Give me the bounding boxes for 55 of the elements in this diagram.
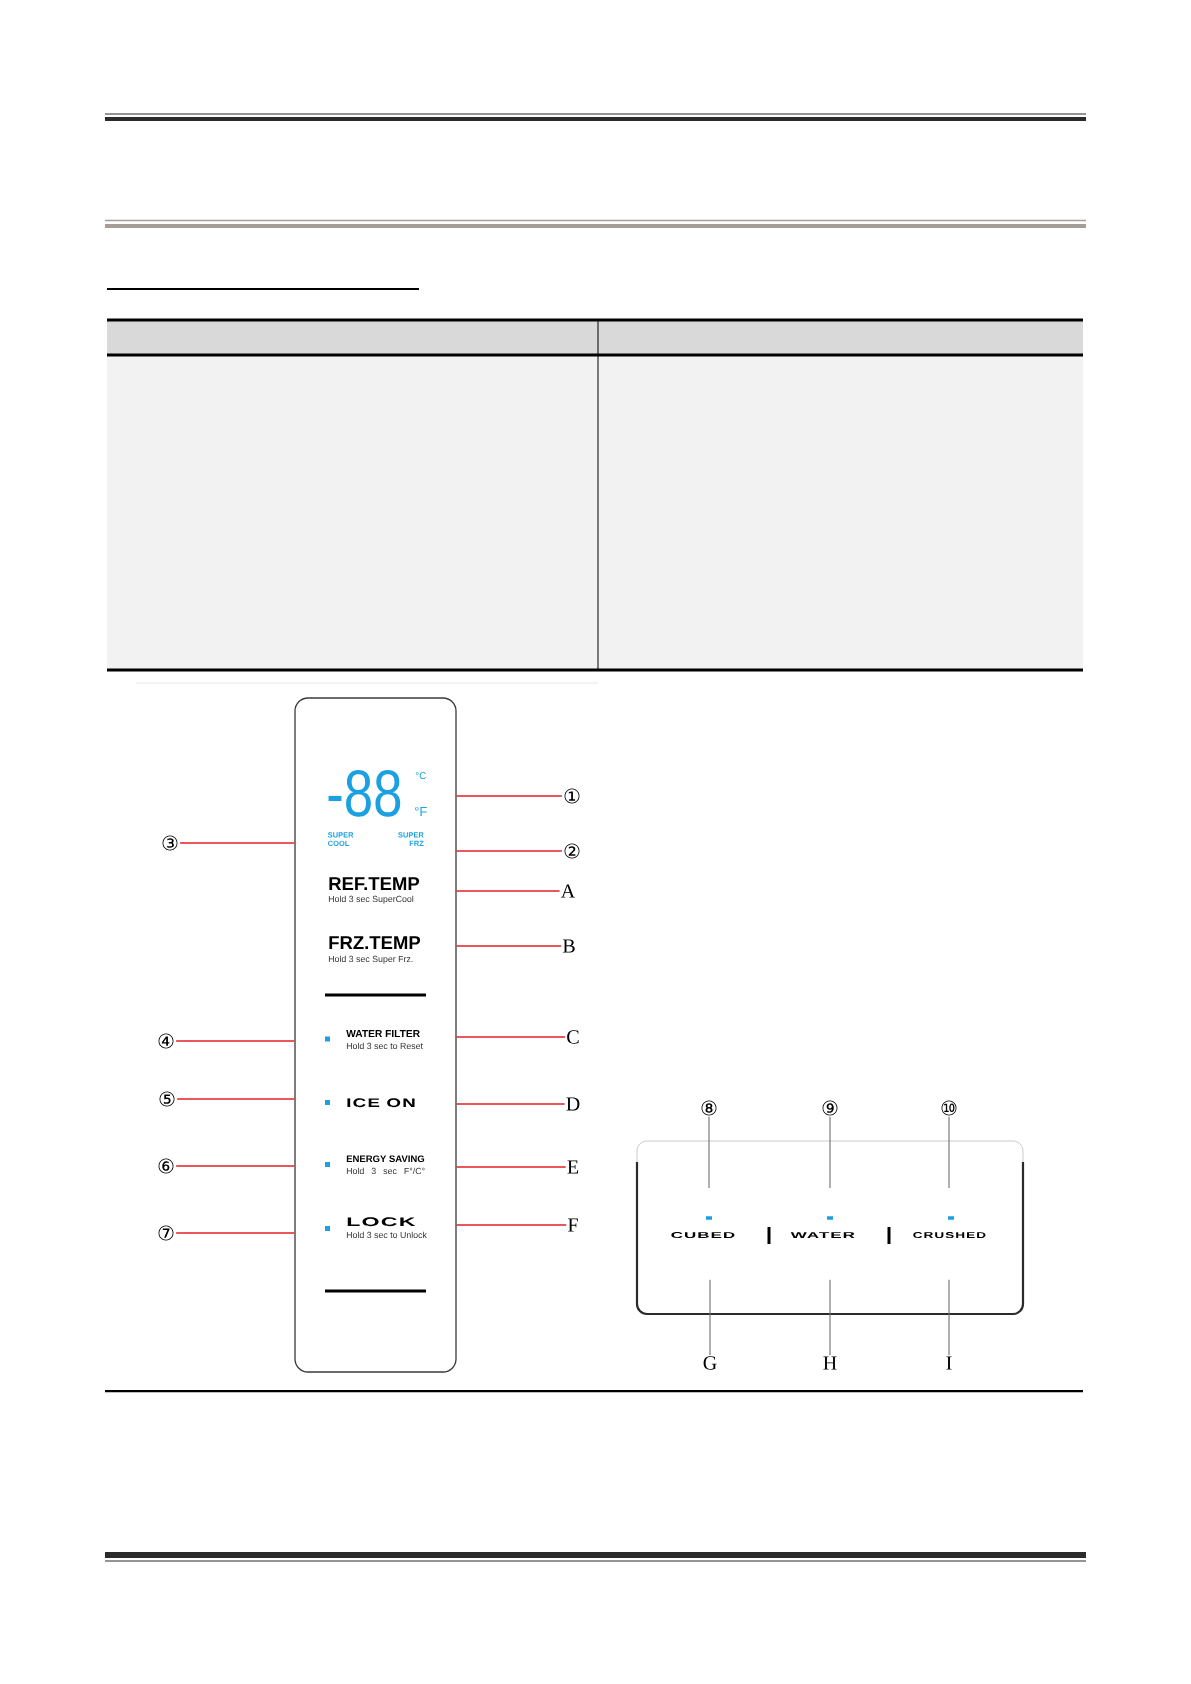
leader-line bbox=[455, 1166, 567, 1168]
hint-text: Hold 3 sec F°/C° bbox=[346, 1167, 425, 1175]
leader-line bbox=[709, 1279, 711, 1356]
callout-number: ② bbox=[564, 843, 580, 859]
callout-number: ⑩ bbox=[941, 1100, 957, 1116]
callout-number: ⑥ bbox=[158, 1158, 174, 1174]
key-label: WATER bbox=[790, 1232, 855, 1238]
hint-text: Hold 3 sec to Unlock bbox=[346, 1231, 427, 1239]
key-label: CUBED bbox=[671, 1232, 735, 1239]
callout-letter: E bbox=[567, 1160, 579, 1174]
leader-line bbox=[455, 850, 563, 852]
unit-label: °F bbox=[414, 806, 427, 816]
hint-text: Hold 3 sec SuperCool bbox=[328, 895, 414, 904]
leader-line bbox=[455, 945, 562, 947]
callout-number: ⑦ bbox=[158, 1225, 174, 1241]
callout-letter: C bbox=[567, 1030, 579, 1044]
callout-number: ① bbox=[564, 788, 580, 804]
leader-line bbox=[829, 1116, 831, 1189]
button-label: ICE ON bbox=[347, 1098, 415, 1108]
callout-letter: I bbox=[946, 1356, 952, 1370]
leader-line bbox=[175, 1165, 296, 1167]
leader-line bbox=[455, 1036, 566, 1038]
leader-line bbox=[455, 890, 561, 892]
leader-line bbox=[455, 795, 563, 797]
leader-line bbox=[455, 1224, 568, 1226]
unit-label: °C bbox=[415, 772, 427, 780]
callout-letter: F bbox=[568, 1218, 578, 1232]
leader-line bbox=[948, 1279, 950, 1356]
callout-letter: G bbox=[703, 1356, 717, 1370]
leader-line bbox=[455, 1103, 566, 1105]
callout-number: ⑨ bbox=[822, 1100, 838, 1116]
button-label: REF.TEMP bbox=[329, 877, 420, 890]
button-label: LOCK bbox=[347, 1217, 416, 1227]
leader-line bbox=[175, 1232, 296, 1234]
key-label: CRUSHED bbox=[913, 1232, 986, 1239]
leader-line bbox=[829, 1279, 831, 1356]
leader-line bbox=[179, 842, 296, 844]
callout-number: ⑧ bbox=[701, 1100, 717, 1116]
leader-line bbox=[948, 1116, 950, 1189]
leader-line bbox=[175, 1040, 296, 1042]
button-label: FRZ.TEMP bbox=[329, 936, 421, 949]
callout-number: ③ bbox=[162, 835, 178, 851]
callout-letter: A bbox=[560, 884, 576, 898]
hint-text: Hold 3 sec to Reset bbox=[346, 1042, 423, 1050]
callout-letter: B bbox=[562, 939, 575, 953]
callout-number: ⑤ bbox=[159, 1091, 175, 1107]
hint-text: Hold 3 sec Super Frz. bbox=[328, 955, 413, 964]
callout-letter: H bbox=[823, 1356, 837, 1370]
leader-line bbox=[176, 1098, 296, 1100]
lcd-digits: -88 bbox=[328, 769, 401, 817]
callout-letter: D bbox=[566, 1097, 580, 1111]
callout-number: ④ bbox=[158, 1033, 174, 1049]
leader-line bbox=[708, 1116, 710, 1189]
button-label: WATER FILTER bbox=[346, 1030, 420, 1037]
button-label: ENERGY SAVING bbox=[346, 1155, 425, 1163]
